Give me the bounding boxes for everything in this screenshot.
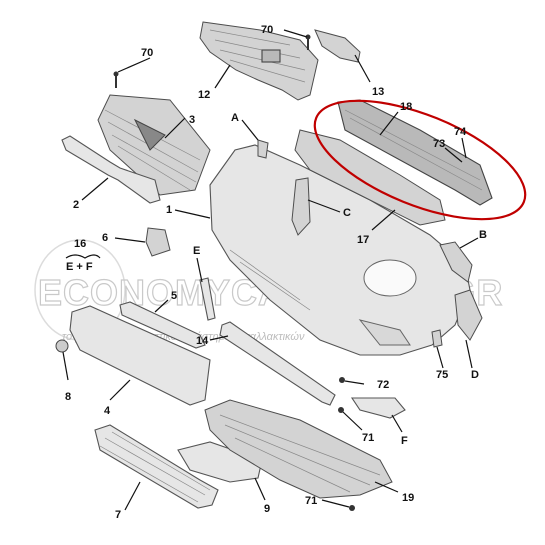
leader-lines (62, 29, 479, 511)
part-2-chrome-strip (61, 135, 161, 204)
screw-71-mid (338, 407, 344, 413)
label-73: 73 (433, 138, 445, 150)
label-1: 1 (166, 204, 172, 216)
bracket-C (291, 177, 311, 236)
label-75: 75 (436, 369, 448, 381)
part-3-grille (97, 94, 211, 196)
part-5-molding (119, 301, 206, 349)
part-18-reinforcement (337, 99, 493, 206)
screw-71-bottom (349, 505, 355, 511)
part-9-deflector (177, 441, 263, 483)
callout-labels: 70 70 12 13 18 74 73 3 A 2 1 C 17 6 16 E… (65, 24, 487, 521)
label-E-plus-F: E + F (66, 261, 93, 273)
clip-8 (55, 339, 69, 353)
label-12: 12 (198, 89, 210, 101)
label-A: A (231, 112, 239, 124)
part-12-upper-bracket (199, 21, 319, 101)
part-6-cap (145, 227, 171, 257)
label-7: 7 (115, 509, 121, 521)
label-F: F (401, 435, 408, 447)
label-9: 9 (264, 503, 270, 515)
label-70-top: 70 (261, 24, 273, 36)
strip-E (199, 277, 216, 321)
label-72: 72 (377, 379, 389, 391)
part-14-trim (219, 321, 336, 406)
label-18: 18 (400, 101, 412, 113)
label-2: 2 (73, 199, 79, 211)
label-E: E (193, 245, 200, 257)
part-19-undertray (204, 399, 393, 499)
label-3: 3 (189, 114, 195, 126)
label-19: 19 (402, 492, 414, 504)
part-13-side-bracket (314, 29, 361, 63)
label-14: 14 (196, 335, 209, 347)
highlight-circle (313, 99, 527, 221)
label-74: 74 (454, 126, 467, 138)
label-B: B (479, 229, 487, 241)
screw-72 (339, 377, 345, 383)
clip-A (257, 139, 269, 159)
label-16: 16 (74, 238, 86, 250)
part-7-mesh (94, 424, 219, 509)
bracket-B (439, 241, 473, 283)
label-71-bottom: 71 (305, 495, 317, 507)
label-4: 4 (104, 405, 111, 417)
label-C: C (343, 207, 351, 219)
label-71-mid: 71 (362, 432, 374, 444)
label-6: 6 (102, 232, 108, 244)
part-F-bezel (350, 397, 406, 419)
screw-70-top (305, 34, 311, 50)
label-8: 8 (65, 391, 71, 403)
screw-70-left (113, 71, 119, 88)
clip-75 (431, 329, 443, 348)
label-5: 5 (171, 290, 177, 302)
label-13: 13 (372, 86, 384, 98)
label-D: D (471, 369, 479, 381)
part-17-absorber (294, 129, 446, 226)
label-70-left: 70 (141, 47, 153, 59)
part-1-bumper-cover (209, 144, 471, 356)
part-4-lower-panel (69, 305, 211, 406)
label-17: 17 (357, 234, 369, 246)
bracket-D (454, 289, 483, 341)
